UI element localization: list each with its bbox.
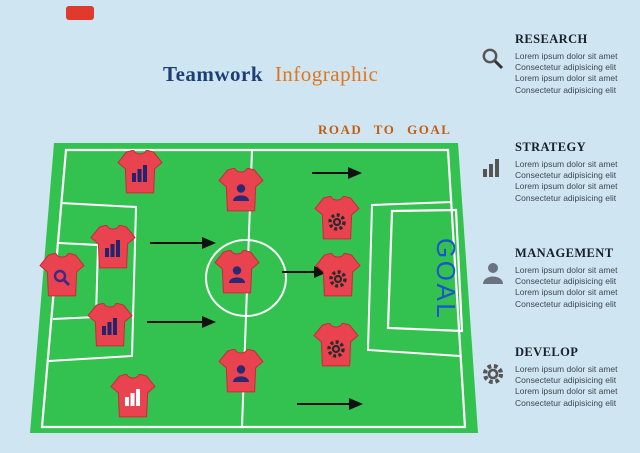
- bar-chart-icon: [480, 140, 506, 204]
- title-accent: Infographic: [274, 62, 379, 86]
- magnifier-icon: [480, 32, 506, 96]
- watermark-logo: [66, 6, 94, 20]
- section-develop: DEVELOP Lorem ipsum dolor sit amet Conse…: [480, 345, 635, 409]
- right-penalty-box: [366, 201, 461, 357]
- field-boundary-line: [40, 148, 467, 429]
- section-research: RESEARCH Lorem ipsum dolor sit amet Cons…: [480, 32, 635, 96]
- goal-label: GOAL: [431, 238, 461, 320]
- goal-box: [386, 208, 464, 333]
- section-body: Lorem ipsum dolor sit amet Consectetur a…: [515, 159, 618, 203]
- road-to-goal-label: ROAD TO GOAL: [318, 122, 452, 137]
- section-body: Lorem ipsum dolor sit amet Consectetur a…: [515, 265, 618, 309]
- field-grass: [30, 143, 478, 433]
- gear-icon: [480, 345, 506, 409]
- section-title: RESEARCH: [515, 32, 588, 46]
- section-strategy: STRATEGY Lorem ipsum dolor sit amet Cons…: [480, 140, 635, 204]
- section-title: STRATEGY: [515, 140, 587, 154]
- section-management: MANAGEMENT Lorem ipsum dolor sit amet Co…: [480, 246, 635, 310]
- center-circle: [205, 239, 287, 317]
- person-icon: [480, 246, 506, 310]
- section-title: MANAGEMENT: [515, 246, 614, 260]
- title-main: Teamwork: [163, 62, 264, 86]
- left-penalty-box: [48, 202, 138, 362]
- left-goal-box: [52, 242, 100, 320]
- section-body: Lorem ipsum dolor sit amet Consectetur a…: [515, 364, 618, 408]
- page-title: Teamwork Infographic: [163, 62, 378, 87]
- section-body: Lorem ipsum dolor sit amet Consectetur a…: [515, 51, 618, 95]
- section-title: DEVELOP: [515, 345, 579, 359]
